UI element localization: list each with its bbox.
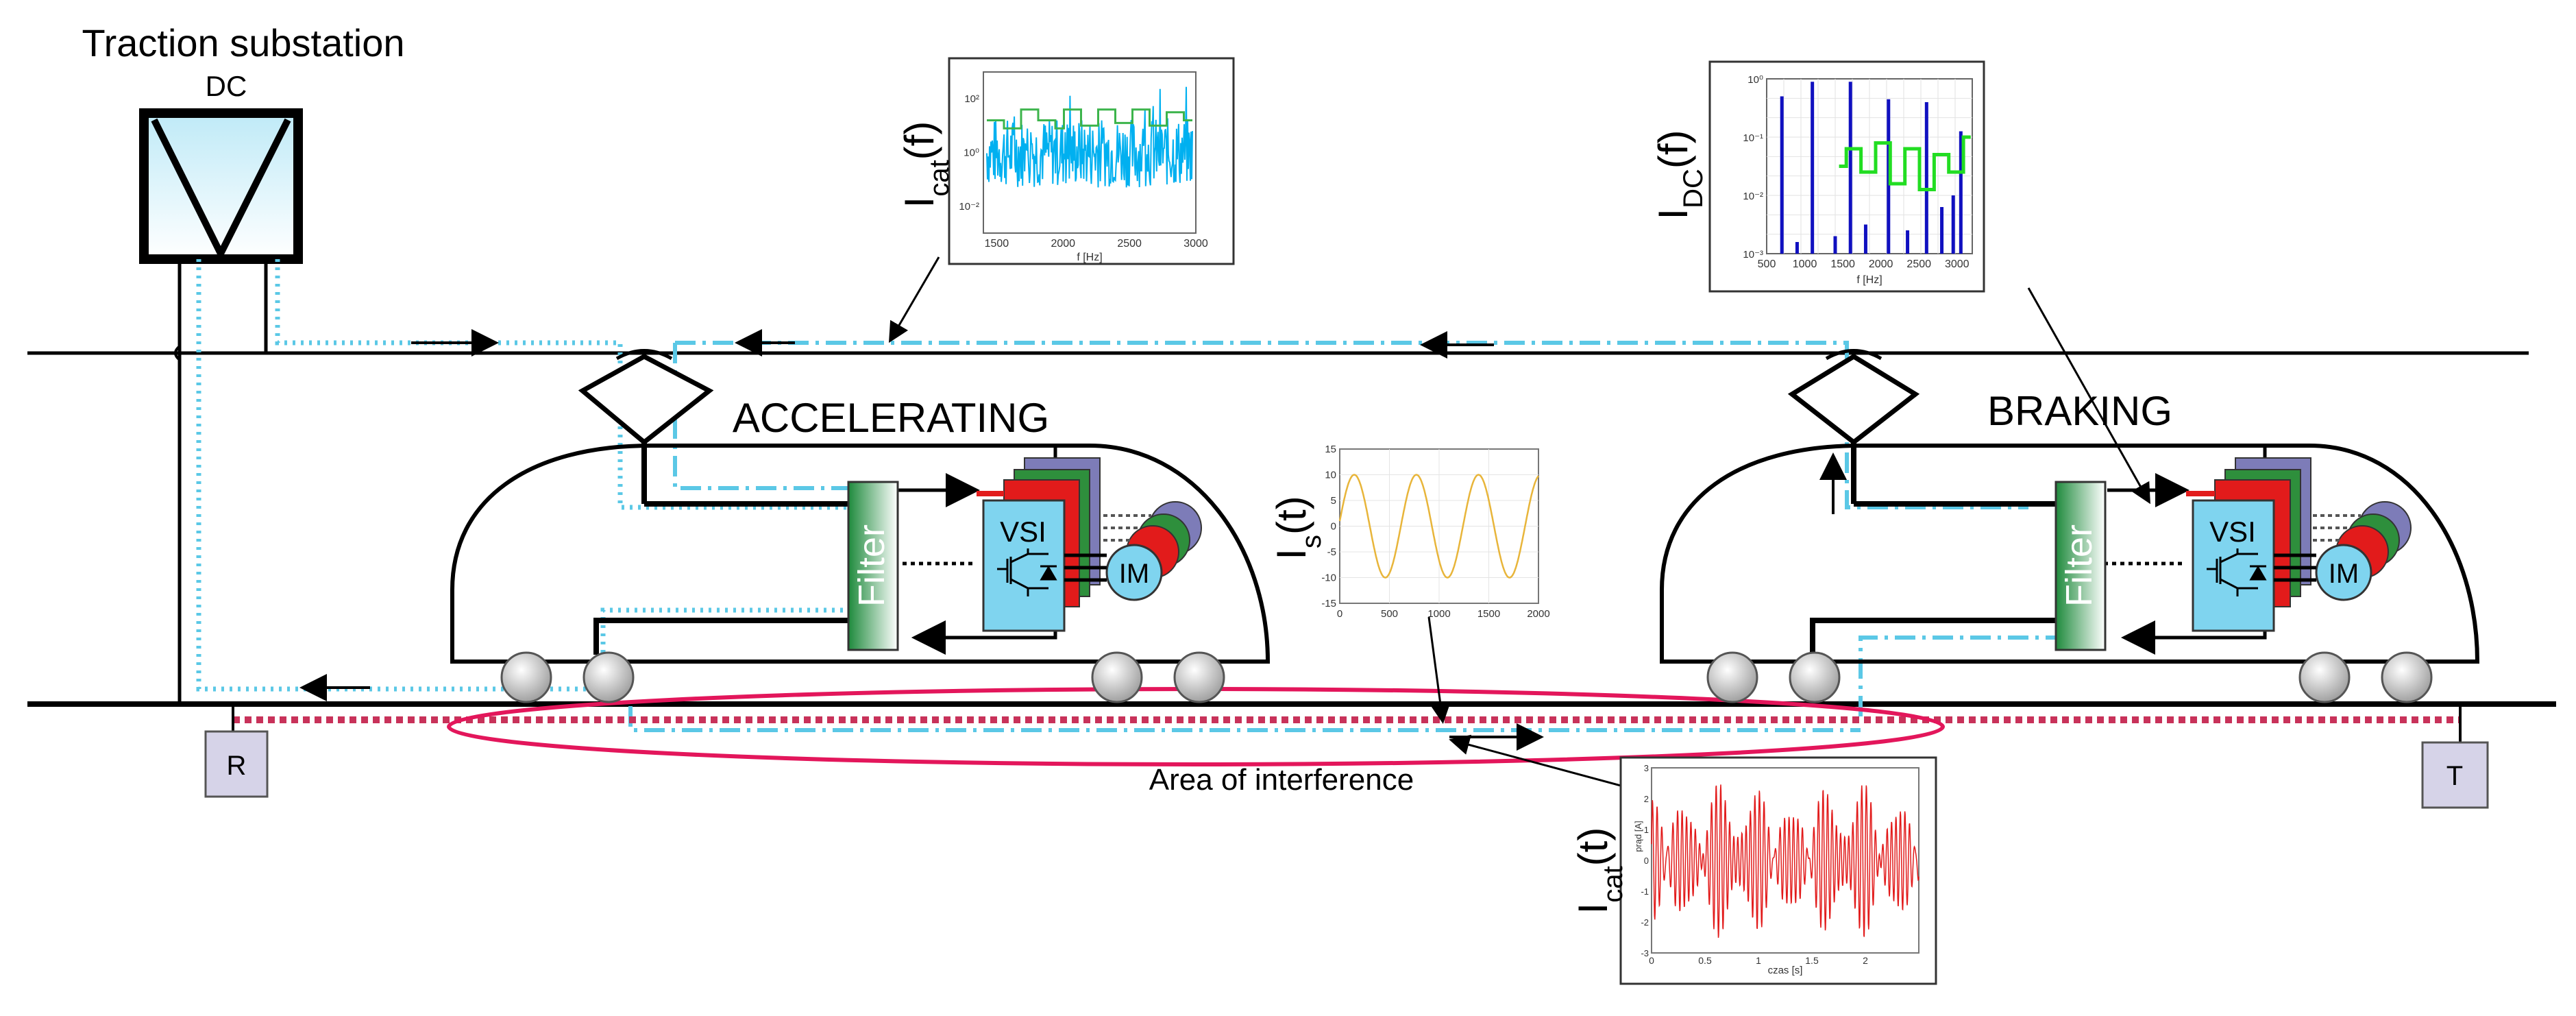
is-t-sine-line [1338, 474, 1539, 579]
filter-label-braking: Filter [2059, 524, 2100, 607]
braking-label: BRAKING [1987, 388, 2172, 434]
icat-t-label: Icat(t) [1570, 827, 1628, 915]
rail-return-line [232, 705, 2462, 761]
motor-stack-braking: IM [2274, 501, 2412, 601]
icat-f-ytick: 10⁰ [964, 147, 979, 159]
icat-t-xtick: 2 [1863, 955, 1868, 966]
idc-f-ytick: 10⁻³ [1743, 249, 1763, 261]
is-t-xtick: 2000 [1527, 608, 1549, 620]
plot-idc-f: 500 1000 1500 2000 2500 3000 10⁰ 10⁻¹ 10⁻² 10⁻³ f… [1708, 60, 1985, 293]
vsi-stack-braking: VSI [2186, 457, 2311, 632]
icat-f-label: Icat(f) [896, 121, 955, 208]
is-t-ytick: 15 [1325, 444, 1336, 455]
idc-f-xtick: 500 [1758, 258, 1776, 270]
plot-is-t: 0 500 1000 1500 2000 15 10 5 0 -5 -10 -15 [1319, 442, 1550, 620]
is-t-grid [1340, 449, 1538, 603]
icat-t-ytick: -1 [1641, 886, 1649, 897]
idc-f-ticks: 500 1000 1500 2000 2500 3000 10⁰ 10⁻¹ 10⁻² 10⁻³ [1743, 74, 1969, 270]
icat-t-ytick: 0 [1644, 856, 1649, 866]
vsi-label-accelerating: VSI [1000, 516, 1046, 548]
idc-f-ytick: 10⁰ [1747, 74, 1763, 86]
substation-title: Traction substation [82, 21, 404, 64]
icat-t-ytick: 1 [1644, 825, 1649, 835]
current-direction-arrows [299, 329, 1847, 751]
idc-f-green-line [1839, 135, 1971, 191]
icat-f-green-line [987, 108, 1192, 130]
is-t-ytick: -15 [1321, 598, 1336, 609]
icat-f-xtick: 2000 [1051, 238, 1075, 250]
receiver-r-label: R [227, 751, 247, 781]
icat-f-xtick: 2500 [1117, 238, 1142, 250]
vsi-stack-accelerating: VSI [977, 457, 1101, 632]
idc-f-series [1780, 82, 1971, 254]
accelerating-label: ACCELERATING [733, 395, 1049, 441]
plot-pointers [888, 256, 2150, 790]
wheels-braking [1706, 651, 2433, 703]
icat-t-ytick: -3 [1641, 948, 1649, 958]
is-t-xtick: 1500 [1477, 608, 1500, 620]
is-t-series [1338, 474, 1539, 579]
idc-f-xtick: 1000 [1793, 258, 1817, 270]
receiver-r: R [204, 730, 269, 798]
igbt-symbol-braking [2207, 548, 2267, 596]
idc-f-label: IDC(f) [1650, 130, 1708, 219]
im-label-braking: IM [2329, 559, 2359, 589]
substation-dc-label: DC [206, 70, 247, 102]
is-t-ytick: -5 [1327, 546, 1336, 558]
is-t-ytick: 5 [1331, 495, 1336, 507]
idc-f-xtick: 1500 [1830, 258, 1855, 270]
icat-f-ytick: 10⁻² [959, 201, 979, 213]
is-t-label: Is(t) [1268, 496, 1327, 559]
idc-f-grid [1767, 79, 1972, 254]
is-t-ticks: 0 500 1000 1500 2000 15 10 5 0 -5 -10 -15 [1321, 444, 1549, 620]
plot-icat-t: 0 0.5 1 1.5 2 3 2 1 0 -1 -2 -3 czas [s] prąd [A] [1619, 756, 1937, 985]
idc-f-xtick: 2500 [1906, 258, 1931, 270]
icat-f-ytick: 10² [964, 93, 979, 105]
icat-t-xtick: 0 [1649, 955, 1654, 966]
is-t-ytick: 10 [1325, 470, 1336, 481]
icat-t-ytick: 3 [1644, 763, 1649, 773]
icat-t-xtick: 0.5 [1698, 955, 1712, 966]
idc-f-xlabel: f [Hz] [1856, 274, 1882, 286]
icat-t-xtick: 1 [1756, 955, 1761, 966]
icat-t-ytick: 2 [1644, 794, 1649, 804]
icat-t-ticks: 0 0.5 1 1.5 2 3 2 1 0 -1 -2 -3 [1641, 763, 1868, 966]
icat-f-ticks: 1500 2000 2500 3000 10² 10⁰ 10⁻² [959, 93, 1208, 250]
motor-stack-accelerating: IM [1064, 501, 1202, 601]
icat-t-xlabel: czas [s] [1768, 965, 1803, 976]
icat-f-xlabel: f [Hz] [1077, 252, 1102, 263]
idc-f-ytick: 10⁻¹ [1743, 132, 1763, 144]
vsi-label-braking: VSI [2209, 516, 2256, 548]
transmitter-t: T [2421, 741, 2489, 809]
is-t-ytick: -10 [1321, 572, 1336, 584]
is-t-xtick: 0 [1337, 608, 1342, 620]
icat-f-xtick: 1500 [985, 238, 1009, 250]
im-label-accelerating: IM [1119, 559, 1149, 589]
filter-block-accelerating: Filter [847, 481, 899, 651]
idc-f-ytick: 10⁻² [1743, 191, 1763, 202]
icat-t-xtick: 1.5 [1805, 955, 1819, 966]
filter-block-braking: Filter [2054, 481, 2107, 651]
transmitter-t-label: T [2446, 761, 2463, 791]
icat-t-ytick: -2 [1641, 917, 1649, 928]
plot-icat-f: 1500 2000 2500 3000 10² 10⁰ 10⁻² f [Hz] [948, 57, 1235, 265]
interference-label: Area of interference [1149, 763, 1414, 797]
icat-t-series [1651, 784, 1919, 938]
is-t-xtick: 1000 [1427, 608, 1450, 620]
filter-label-accelerating: Filter [851, 524, 892, 607]
icat-f-series [986, 86, 1193, 188]
wheels-accelerating [500, 651, 1225, 703]
idc-f-xtick: 3000 [1945, 258, 1970, 270]
traction-substation [139, 108, 303, 704]
icat-t-ylabel: prąd [A] [1633, 821, 1643, 852]
idc-f-xtick: 2000 [1869, 258, 1893, 270]
icat-f-cyan-line [986, 86, 1193, 188]
icat-f-xtick: 3000 [1183, 238, 1208, 250]
igbt-symbol-accelerating [997, 548, 1057, 596]
is-t-xtick: 500 [1381, 608, 1398, 620]
icat-t-signal-line [1651, 784, 1919, 938]
is-t-ytick: 0 [1331, 521, 1336, 533]
